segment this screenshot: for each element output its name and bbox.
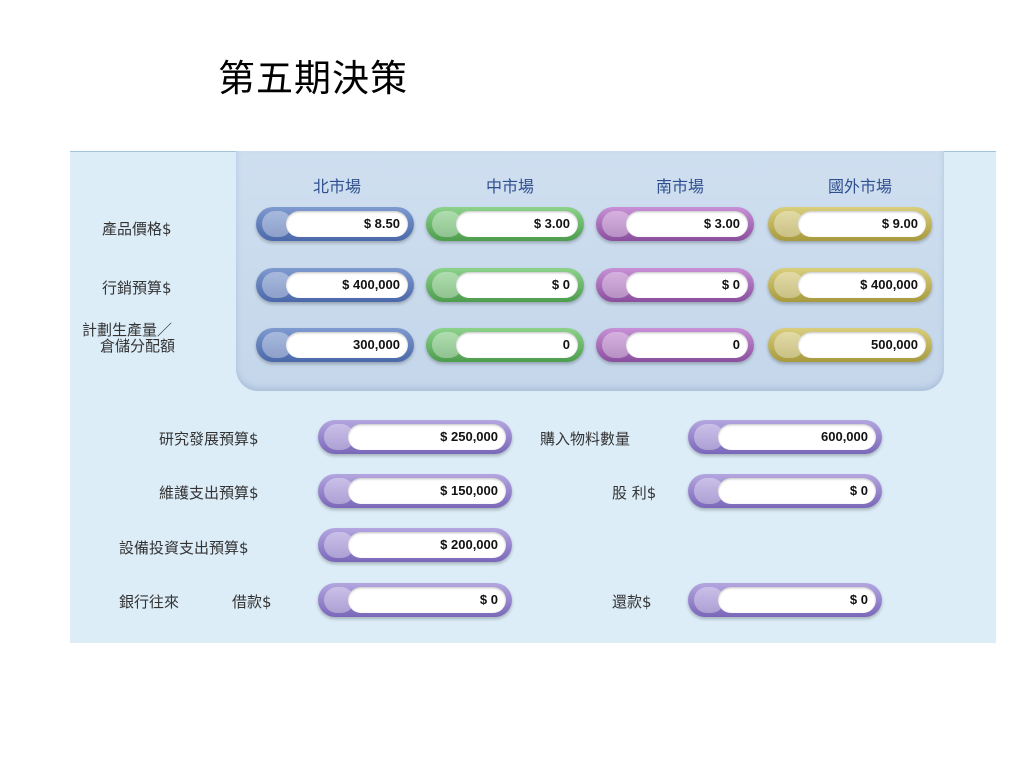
price-central-value: $ 3.00 <box>456 211 578 237</box>
label-equipment-budget: 設備投資支出預算$ <box>119 539 249 557</box>
page-title: 第五期決策 <box>218 57 408 100</box>
rnd-budget-input[interactable]: $ 250,000 <box>318 420 512 454</box>
header-north-market: 北市場 <box>312 177 361 196</box>
label-repayment: 還款$ <box>612 593 652 611</box>
material-quantity-input[interactable]: 600,000 <box>688 420 882 454</box>
marketing-central-value: $ 0 <box>456 272 578 298</box>
label-bank-transactions: 銀行往來 <box>119 593 180 611</box>
label-rnd-budget: 研究發展預算$ <box>159 430 259 448</box>
marketing-foreign-input[interactable]: $ 400,000 <box>768 268 932 302</box>
dividend-value: $ 0 <box>718 478 876 504</box>
equipment-budget-input[interactable]: $ 200,000 <box>318 528 512 562</box>
label-loan: 借款$ <box>232 593 272 611</box>
dividend-input[interactable]: $ 0 <box>688 474 882 508</box>
marketing-north-value: $ 400,000 <box>286 272 408 298</box>
maintenance-budget-input[interactable]: $ 150,000 <box>318 474 512 508</box>
marketing-south-value: $ 0 <box>626 272 748 298</box>
marketing-north-input[interactable]: $ 400,000 <box>256 268 414 302</box>
price-foreign-input[interactable]: $ 9.00 <box>768 207 932 241</box>
label-material-quantity: 購入物料數量 <box>540 430 631 448</box>
rnd-budget-value: $ 250,000 <box>348 424 506 450</box>
label-maintenance-budget: 維護支出預算$ <box>159 484 259 502</box>
production-foreign-value: 500,000 <box>798 332 926 358</box>
maintenance-budget-value: $ 150,000 <box>348 478 506 504</box>
label-production-plan: 計劃生產量／ 倉儲分配額 <box>82 322 175 354</box>
price-south-input[interactable]: $ 3.00 <box>596 207 754 241</box>
label-product-price: 產品價格$ <box>102 220 172 238</box>
label-dividend: 股 利$ <box>612 484 657 502</box>
marketing-south-input[interactable]: $ 0 <box>596 268 754 302</box>
production-north-value: 300,000 <box>286 332 408 358</box>
price-north-value: $ 8.50 <box>286 211 408 237</box>
production-north-input[interactable]: 300,000 <box>256 328 414 362</box>
equipment-budget-value: $ 200,000 <box>348 532 506 558</box>
loan-input[interactable]: $ 0 <box>318 583 512 617</box>
production-central-input[interactable]: 0 <box>426 328 584 362</box>
header-central-market: 中市場 <box>485 177 534 196</box>
label-production-line1: 計劃生產量／ <box>82 321 173 339</box>
loan-value: $ 0 <box>348 587 506 613</box>
marketing-foreign-value: $ 400,000 <box>798 272 926 298</box>
repayment-value: $ 0 <box>718 587 876 613</box>
price-central-input[interactable]: $ 3.00 <box>426 207 584 241</box>
production-foreign-input[interactable]: 500,000 <box>768 328 932 362</box>
material-quantity-value: 600,000 <box>718 424 876 450</box>
production-south-input[interactable]: 0 <box>596 328 754 362</box>
price-north-input[interactable]: $ 8.50 <box>256 207 414 241</box>
header-south-market: 南市場 <box>655 177 704 196</box>
marketing-central-input[interactable]: $ 0 <box>426 268 584 302</box>
label-production-line2: 倉儲分配額 <box>100 337 176 355</box>
price-south-value: $ 3.00 <box>626 211 748 237</box>
production-central-value: 0 <box>456 332 578 358</box>
header-foreign-market: 國外市場 <box>827 177 892 196</box>
label-marketing-budget: 行銷預算$ <box>102 279 172 297</box>
repayment-input[interactable]: $ 0 <box>688 583 882 617</box>
production-south-value: 0 <box>626 332 748 358</box>
price-foreign-value: $ 9.00 <box>798 211 926 237</box>
